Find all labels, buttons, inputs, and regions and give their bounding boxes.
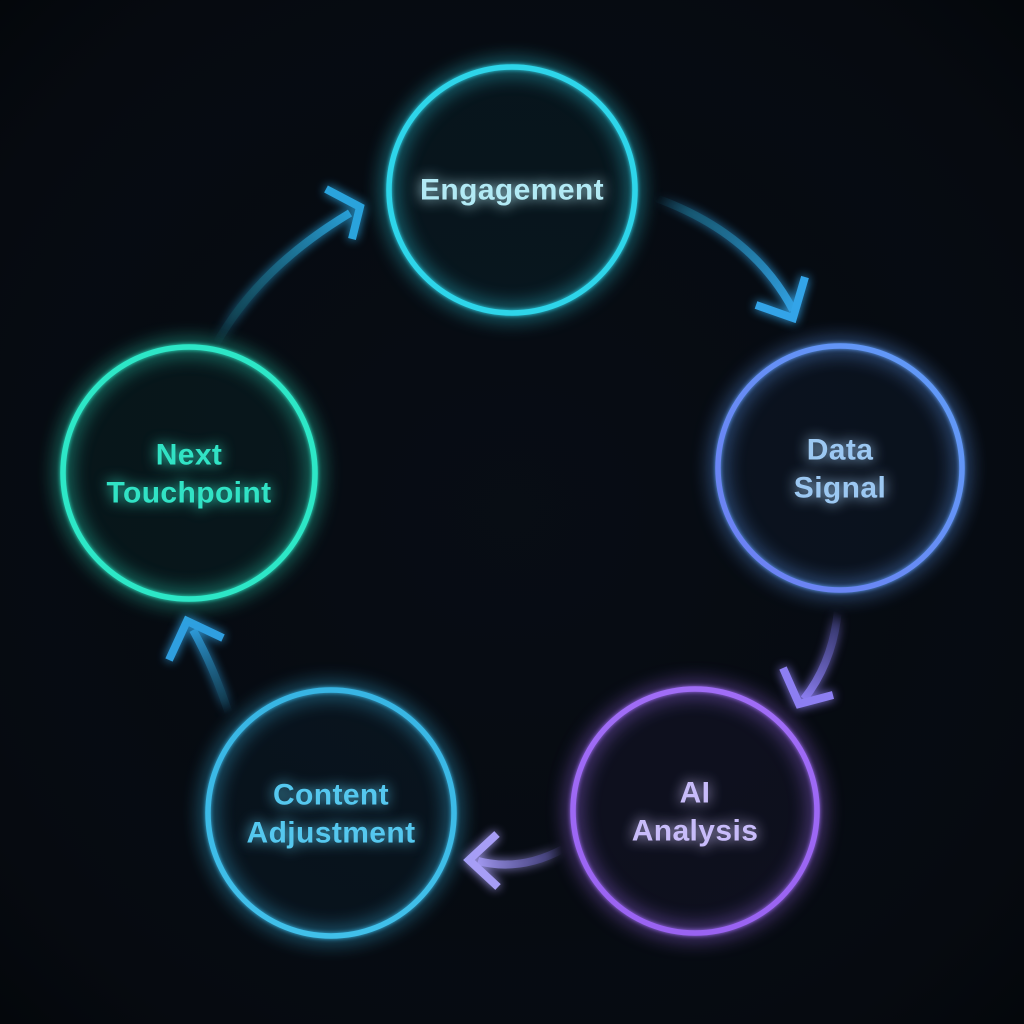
node-label-line2: Touchpoint xyxy=(106,477,271,510)
arrow-head-icon xyxy=(463,831,501,890)
arrow-data-signal-to-ai-analysis xyxy=(779,609,842,709)
arrow-curve xyxy=(189,628,233,716)
node-circle-fill xyxy=(208,690,454,936)
node-ai-analysis: AI Analysis xyxy=(570,686,820,936)
node-label-line2: Analysis xyxy=(632,815,759,848)
node-ring xyxy=(205,687,457,939)
node-circle-fill xyxy=(718,346,962,590)
arrow-head-icon xyxy=(165,615,225,662)
node-label-line1: Data xyxy=(807,434,874,467)
node-label-line1: Content xyxy=(273,779,389,812)
arrow-ai-analysis-to-content-adjustment xyxy=(463,831,565,890)
node-circle-fill xyxy=(389,67,635,313)
node-label-line2: Signal xyxy=(794,472,886,505)
arrow-curve xyxy=(211,209,353,348)
node-label-line2: Adjustment xyxy=(247,817,416,850)
node-label: Engagement xyxy=(420,174,604,207)
node-ring xyxy=(60,344,318,602)
arrow-content-adjustment-to-next-touchpoint xyxy=(165,615,233,716)
node-data-signal: Data Signal xyxy=(715,343,965,593)
arrow-curve xyxy=(800,609,842,702)
node-ring xyxy=(570,686,820,936)
node-ring xyxy=(715,343,965,593)
node-engagement: Engagement xyxy=(386,64,638,316)
node-label-line1: AI xyxy=(680,777,711,810)
arrow-curve xyxy=(651,193,797,312)
node-next-touchpoint: Next Touchpoint xyxy=(60,344,318,602)
node-circle-fill xyxy=(573,689,817,933)
arrow-curve xyxy=(476,845,565,869)
node-content-adjustment: Content Adjustment xyxy=(205,687,457,939)
node-label-line1: Next xyxy=(156,439,223,472)
node-circle-fill xyxy=(63,347,315,599)
arrow-head-icon xyxy=(779,666,835,709)
arrow-next-touchpoint-to-engagement xyxy=(211,185,365,348)
node-ring xyxy=(386,64,638,316)
arrow-engagement-to-data-signal xyxy=(651,193,809,324)
arrow-head-icon xyxy=(324,185,365,240)
arrow-head-icon xyxy=(754,275,809,324)
